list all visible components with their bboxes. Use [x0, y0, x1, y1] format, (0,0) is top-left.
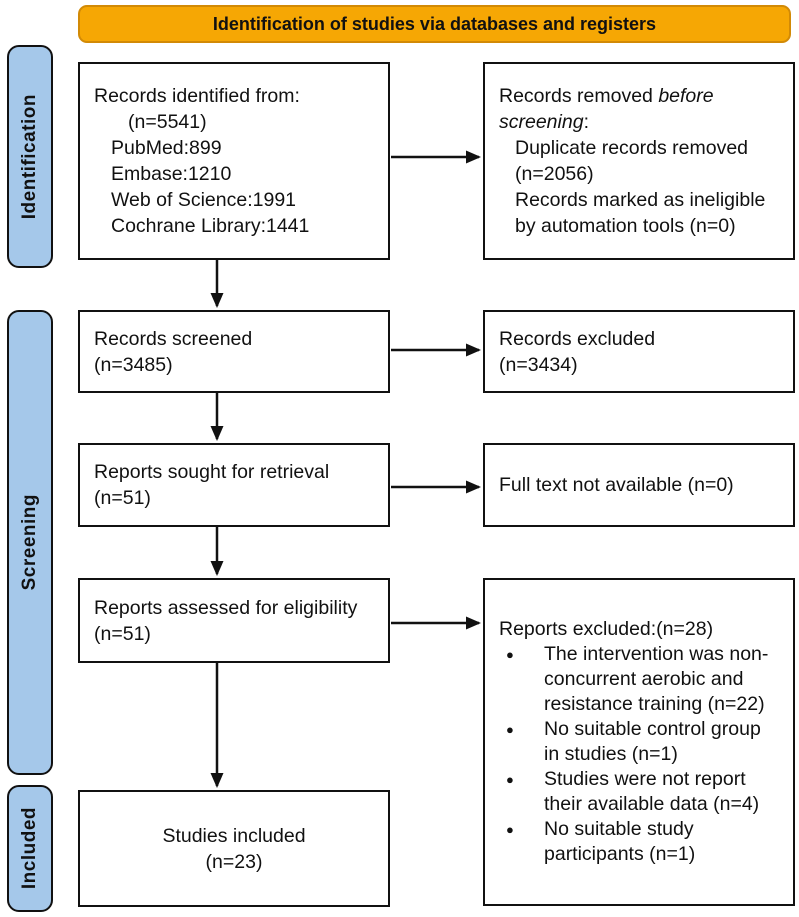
- reports-assessed-line1: Reports assessed for eligibility: [94, 596, 358, 619]
- banner-identification-via-databases: Identification of studies via databases …: [78, 5, 791, 43]
- records-removed-item-duplicates: Duplicate records removed (n=2056): [515, 137, 749, 185]
- records-excluded-line1: Records excluded: [499, 327, 656, 350]
- reports-assessed-line2: (n=51): [94, 622, 151, 645]
- records-removed-heading: Records removed before screening:: [485, 83, 793, 135]
- phase-label-screening: Screening: [19, 494, 40, 591]
- box-records-identified: Records identified from: (n=5541) PubMed…: [78, 62, 390, 260]
- box-reports-excluded: Reports excluded:(n=28) ● The interventi…: [483, 578, 795, 906]
- bullet-icon: ●: [506, 822, 514, 837]
- full-text-line1: Full text not available (n=0): [499, 474, 734, 496]
- box-records-excluded: Records excluded (n=3434): [483, 310, 795, 393]
- studies-included-line2: (n=23): [205, 850, 263, 873]
- records-identified-pubmed: PubMed:899: [111, 137, 222, 159]
- reports-excluded-heading: Reports excluded:(n=28): [499, 618, 714, 640]
- reports-sought-line2: (n=51): [94, 487, 151, 509]
- studies-included-line1: Studies included: [162, 824, 306, 847]
- records-removed-prefix: Records removed: [499, 85, 659, 107]
- reports-excluded-item-text: No suitable control group in studies (n=…: [544, 718, 761, 765]
- reports-excluded-item-text: No suitable study participants (n=1): [544, 818, 696, 865]
- phase-pill-screening: Screening: [7, 310, 53, 775]
- reports-excluded-item-text: Studies were not report their available …: [544, 768, 760, 815]
- reports-excluded-item: ● No suitable study participants (n=1): [485, 817, 793, 867]
- phase-label-included: Included: [19, 807, 40, 890]
- box-full-text-not-available: Full text not available (n=0): [483, 443, 795, 527]
- reports-excluded-item: ● The intervention was non-concurrent ae…: [485, 642, 793, 717]
- reports-excluded-item: ● No suitable control group in studies (…: [485, 717, 793, 767]
- bullet-icon: ●: [506, 722, 514, 737]
- records-screened-line2: (n=3485): [94, 353, 173, 376]
- records-identified-cochrane: Cochrane Library:1441: [111, 215, 310, 237]
- bullet-icon: ●: [506, 772, 514, 787]
- records-removed-suffix: :: [583, 111, 589, 133]
- records-removed-italic: before screening: [499, 85, 714, 133]
- records-identified-title: Records identified from:: [94, 85, 300, 107]
- phase-label-identification: Identification: [19, 93, 40, 220]
- records-identified-embase: Embase:1210: [111, 163, 232, 185]
- records-identified-total: (n=5541): [128, 111, 207, 133]
- records-identified-wos: Web of Science:1991: [111, 189, 297, 211]
- records-excluded-line2: (n=3434): [499, 353, 578, 376]
- box-records-screened: Records screened (n=3485): [78, 310, 390, 393]
- records-removed-item-automation: Records marked as ineligible by automati…: [515, 189, 766, 237]
- bullet-icon: ●: [506, 647, 514, 662]
- phase-pill-identification: Identification: [7, 45, 53, 268]
- box-reports-sought: Reports sought for retrieval (n=51): [78, 443, 390, 527]
- reports-sought-line1: Reports sought for retrieval: [94, 461, 330, 483]
- box-records-removed: Records removed before screening: Duplic…: [483, 62, 795, 260]
- records-screened-line1: Records screened: [94, 327, 253, 350]
- phase-pill-included: Included: [7, 785, 53, 912]
- reports-excluded-item: ● Studies were not report their availabl…: [485, 767, 793, 817]
- reports-excluded-item-text: The intervention was non-concurrent aero…: [544, 643, 769, 715]
- banner-label: Identification of studies via databases …: [212, 13, 657, 34]
- box-studies-included: Studies included (n=23): [78, 790, 390, 907]
- box-reports-assessed: Reports assessed for eligibility (n=51): [78, 578, 390, 663]
